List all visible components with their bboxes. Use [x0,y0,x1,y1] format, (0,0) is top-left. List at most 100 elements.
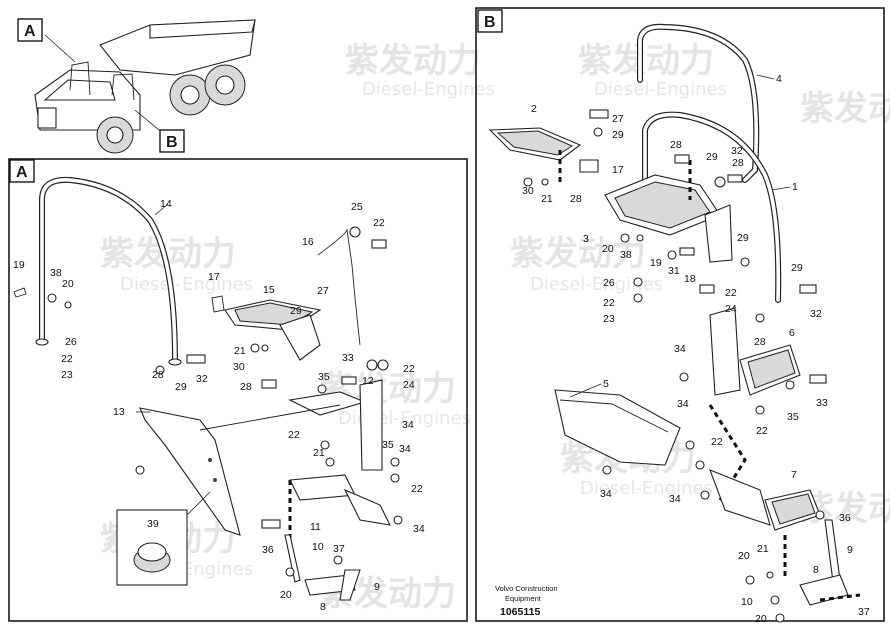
rear-wheel-hub [180,85,200,105]
front-wheel-hub [106,126,124,144]
callout: 34 [413,523,425,535]
washer [740,257,750,267]
callout: 29 [791,262,803,274]
washer [333,555,343,565]
panel-b-label: B [484,14,496,31]
callout: 6 [789,327,795,339]
callout: 12 [362,375,374,387]
bushing [714,176,726,188]
callout: 28 [570,193,582,205]
panel-b-callouts: 4 2 27 29 17 28 30 21 28 3 1 29 32 28 20… [522,73,870,625]
callout: 22 [61,353,73,365]
callout: 28 [732,157,744,169]
leader-line [771,186,791,191]
washer [135,465,145,475]
washer [602,465,612,475]
callout: 21 [541,193,553,205]
washer [685,440,695,450]
callout: 2 [531,103,537,115]
nut [261,344,269,352]
callout: 28 [754,336,766,348]
callout: 16 [302,236,314,248]
callout: 28 [670,139,682,151]
callout: 17 [612,164,624,176]
callout: 10 [312,541,324,553]
callout: 3 [583,233,589,245]
bolt-27 [589,109,609,119]
bolt-18 [679,247,695,256]
callout: 29 [290,305,302,317]
callout: 21 [313,447,325,459]
callout: 22 [603,297,615,309]
callout: 36 [262,544,274,556]
grille [37,107,57,129]
washer [620,233,630,243]
bolt-32 [186,354,206,364]
callout: 32 [196,373,208,385]
bolt-36 [261,519,281,529]
callout: 33 [816,397,828,409]
callout: 34 [402,419,414,431]
bolt-22 [699,284,715,294]
washer [325,457,335,467]
callout: 22 [725,287,737,299]
callout: 27 [317,285,329,297]
washer [320,440,330,450]
link-9 [824,519,841,583]
callout: 30 [522,185,534,197]
callout: 9 [847,544,853,556]
washer [390,457,400,467]
support-24 [709,307,741,396]
footer-division: Equipment [505,594,542,603]
callout: 34 [669,493,681,505]
washer [679,372,689,382]
callout: 29 [175,381,187,393]
overview-label-a-box [17,18,43,42]
nut [636,234,644,242]
step-3-bracket [704,204,733,263]
nut [541,178,549,186]
panel-5-edge [559,399,669,433]
truck-overview [34,19,256,154]
mount-hole [208,458,212,462]
footer-doc-id: 1065115 [500,606,540,618]
washer [393,515,403,525]
handrail-a [69,61,91,96]
callout: 21 [234,345,246,357]
bushing-28 [261,379,277,389]
washer [250,343,260,353]
bushing [349,226,361,238]
panel-a-drawing [13,176,403,601]
watermark-layer: 紫发动力 Diesel-Engines 紫发动力 Diesel-Engines … [100,41,890,614]
washer [47,293,57,303]
washer [815,510,825,520]
clip-17 [211,295,225,313]
washer [770,595,780,605]
callout: 36 [839,512,851,524]
dump-body-top [149,19,256,39]
callout: 23 [61,369,73,381]
handrail-b [111,73,135,101]
footer-company: Volvo Construction [495,584,558,593]
step-2-grating [496,130,574,156]
callout: 18 [684,273,696,285]
panel-5 [554,389,681,466]
callout: 27 [612,113,624,125]
callout: 17 [208,271,220,283]
washer [523,177,533,187]
panel-a-callouts: 14 19 38 20 26 22 23 28 29 32 25 22 16 1… [13,198,425,613]
panel-b-frame [475,7,885,622]
bolt-33 [341,376,357,385]
callout: 20 [738,550,750,562]
callout: 28 [240,381,252,393]
callout: 23 [603,313,615,325]
cable-path [819,593,861,602]
callout: 34 [399,443,411,455]
callout: 33 [342,352,354,364]
leader-line [154,203,169,216]
rear-wheel-hub [215,75,235,95]
leader-line [44,34,76,63]
washer [700,490,710,500]
step-15-bracket [279,314,321,361]
